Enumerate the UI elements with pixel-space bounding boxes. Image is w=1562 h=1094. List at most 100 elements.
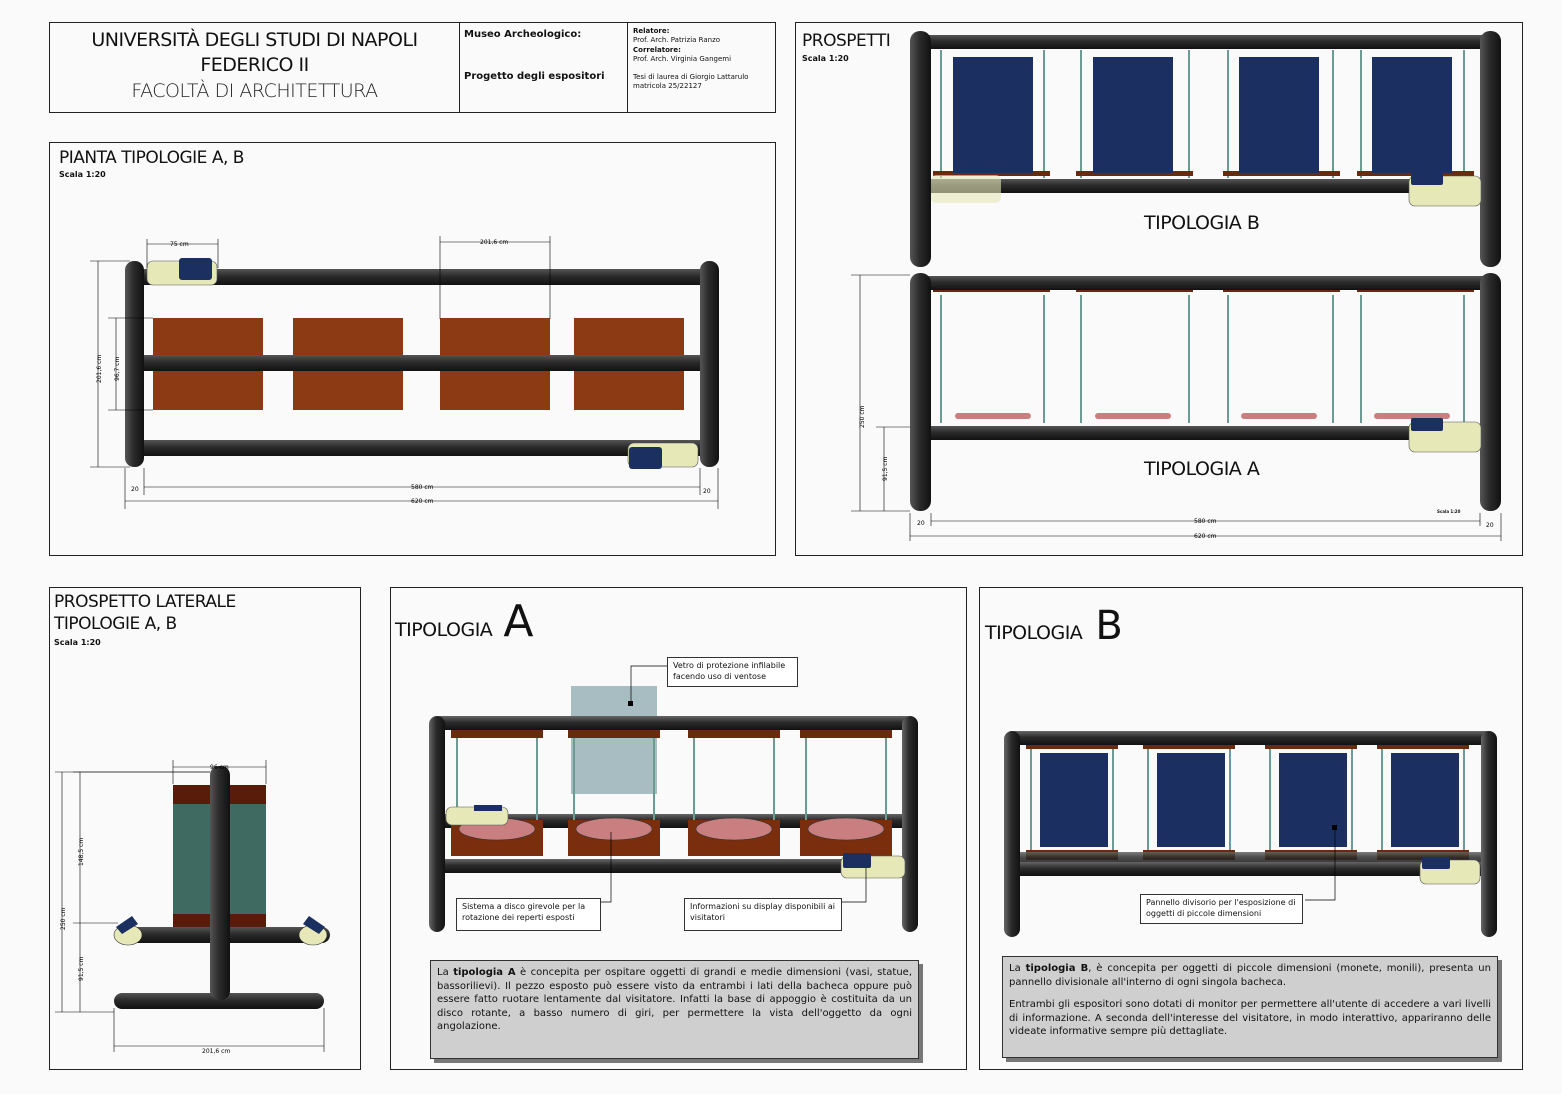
pianta-panel: PIANTA TIPOLOGIE A, B Scala 1:20 <box>49 142 776 556</box>
plan-tube-mid <box>130 355 718 371</box>
project-label: Progetto degli espositori <box>464 71 605 82</box>
elev-a-discs <box>955 413 1450 419</box>
elev-b-panel-2 <box>1093 57 1173 173</box>
b-glass <box>1030 749 1465 850</box>
dim-2016-top: 201,6 cm <box>480 239 508 246</box>
note-pannello: Pannello divisorio per l'esposizione di … <box>1140 894 1303 924</box>
desc-b-text-2: Entrambi gli espositori sono dotati di m… <box>1009 999 1491 1037</box>
matricola: matricola 25/22127 <box>633 82 702 91</box>
tipologia-a-drawing <box>429 665 918 932</box>
b-panel-2 <box>1157 753 1225 847</box>
note-vetro: Vetro di protezione infilabile facendo u… <box>667 657 798 687</box>
tipologia-a-letter: A <box>503 596 534 647</box>
desc-a-text: è concepita per ospitare oggetti di gran… <box>437 967 912 1032</box>
tipologia-a-title: TIPOLOGIA A <box>395 596 534 647</box>
glass-protection <box>571 686 657 794</box>
dim-20-left: 20 <box>131 486 139 493</box>
faculty-name: FACOLTÀ DI ARCHITETTURA <box>131 80 378 102</box>
b-panel-1 <box>1040 753 1108 847</box>
prospetti-drawing: 250 cm 91,5 cm 20 20 580 cm 620 cm <box>851 31 1502 541</box>
dim-20-right-b: 20 <box>1486 522 1494 529</box>
plan-tube-bottom <box>130 440 718 456</box>
elev-b-monitor-back <box>931 175 1001 203</box>
dim-1485: 148,5 cm <box>78 838 85 866</box>
elev-b-tube-top <box>914 35 1494 49</box>
elev-a-glass <box>940 295 1465 423</box>
prospetti-panel: PROSPETTI Scala 1:20 TIPOLOGIA B TIPOLOG… <box>795 22 1523 556</box>
prospetti-title: PROSPETTI <box>802 31 891 51</box>
elev-b-panel-1 <box>953 57 1033 173</box>
laterale-title-1: PROSPETTO LATERALE <box>54 592 236 612</box>
note-display: Informazioni su display disponibili ai v… <box>684 898 842 931</box>
credits-cell: Relatore: Prof. Arch. Patrizia Ranzo Cor… <box>633 27 773 92</box>
prospetti-scale: Scala 1:20 <box>802 54 849 63</box>
tipologia-b-description: La tipologia B, è concepita per oggetti … <box>1002 956 1498 1058</box>
elevation-a <box>910 273 1501 511</box>
prospetti-small-scale: Scala 1:20 <box>1437 509 1461 514</box>
tipologia-a-word: TIPOLOGIA <box>395 619 493 641</box>
post-b-right <box>1481 731 1497 937</box>
correlatore-label: Correlatore: <box>633 45 681 54</box>
elev-b-glass <box>940 50 1465 178</box>
tesi-author: Tesi di laurea di Giorgio Lattarulo <box>633 72 749 81</box>
desc-b-text: , è concepita per oggetti di piccole dim… <box>1009 963 1491 988</box>
tube-b-bottom <box>1007 862 1495 876</box>
side-tube-base <box>114 993 324 1009</box>
b-panel-4 <box>1391 753 1459 847</box>
pianta-scale: Scala 1:20 <box>59 170 106 179</box>
elev-b-panel-4 <box>1372 57 1452 173</box>
tipologia-b-drawing <box>1004 731 1497 937</box>
elev-a-post-left <box>910 273 931 511</box>
tipologia-a-description: La tipologia A è concepita per ospitare … <box>430 960 919 1059</box>
dim-580: 580 cm <box>411 484 434 491</box>
desc-b-bold: tipologia B <box>1025 963 1089 974</box>
laterale-panel: PROSPETTO LATERALE TIPOLOGIE A, B Scala … <box>49 587 361 1070</box>
university-line2: FEDERICO II <box>200 54 309 76</box>
pianta-drawing: 75 cm 201,6 cm 201,6 cm 96,7 cm 20 20 58… <box>90 236 719 509</box>
prospetti-dimension-lines <box>851 274 1502 541</box>
elev-b-panel-3 <box>1239 57 1319 173</box>
a-glass <box>456 738 887 820</box>
elev-b-post-left <box>910 31 931 267</box>
correlatore-name: Prof. Arch. Virginia Gangemi <box>633 55 732 64</box>
relatore-label: Relatore: <box>633 27 670 35</box>
tube-a-bottom <box>433 859 913 873</box>
tube-b-mid <box>1007 852 1495 864</box>
tipologia-b-word: TIPOLOGIA <box>985 622 1083 644</box>
post-b-left <box>1004 731 1020 937</box>
elev-a-tube-bottom <box>914 426 1494 440</box>
side-post <box>210 766 230 1000</box>
dim-250-a: 250 cm <box>859 405 866 428</box>
plan-tube-top <box>130 269 718 285</box>
tube-b-top <box>1007 731 1495 745</box>
title-block: UNIVERSITÀ DEGLI STUDI DI NAPOLI FEDERIC… <box>49 22 776 113</box>
pianta-title: PIANTA TIPOLOGIE A, B <box>59 148 244 168</box>
elev-a-monitor <box>1411 418 1443 431</box>
elev-a-tube-top <box>914 276 1494 290</box>
elevation-b <box>910 31 1501 267</box>
side-lamps <box>113 916 328 946</box>
dim-580-b: 580 cm <box>1194 518 1217 525</box>
plan-post-left <box>125 261 144 467</box>
elev-b-post-right <box>1480 31 1501 267</box>
tube-a-mid <box>433 814 913 828</box>
b-panel-3 <box>1279 753 1347 847</box>
a-leader-lines <box>601 665 867 903</box>
dim-20-right: 20 <box>703 488 711 495</box>
post-a-right <box>902 716 918 932</box>
laterale-title-2: TIPOLOGIE A, B <box>54 614 177 634</box>
b-monitor <box>1422 857 1450 869</box>
desc-b-pre: La <box>1009 963 1026 974</box>
tipologia-b-title: TIPOLOGIA B <box>985 603 1123 649</box>
dim-2016-vert: 201,6 cm <box>96 355 103 383</box>
dim-915-a: 91,5 cm <box>882 456 889 481</box>
university-cell: UNIVERSITÀ DEGLI STUDI DI NAPOLI FEDERIC… <box>50 23 460 112</box>
dim-915-side: 91,5 cm <box>78 956 85 981</box>
desc-a-pre: La <box>437 967 454 978</box>
side-dimension-lines <box>55 760 325 1052</box>
dim-96: 96 cm <box>210 764 229 771</box>
desc-a-bold: tipologia A <box>453 967 516 978</box>
tube-a-top <box>433 716 913 730</box>
elev-b-tube-bottom <box>914 179 1494 193</box>
dim-620-b: 620 cm <box>1194 533 1217 540</box>
